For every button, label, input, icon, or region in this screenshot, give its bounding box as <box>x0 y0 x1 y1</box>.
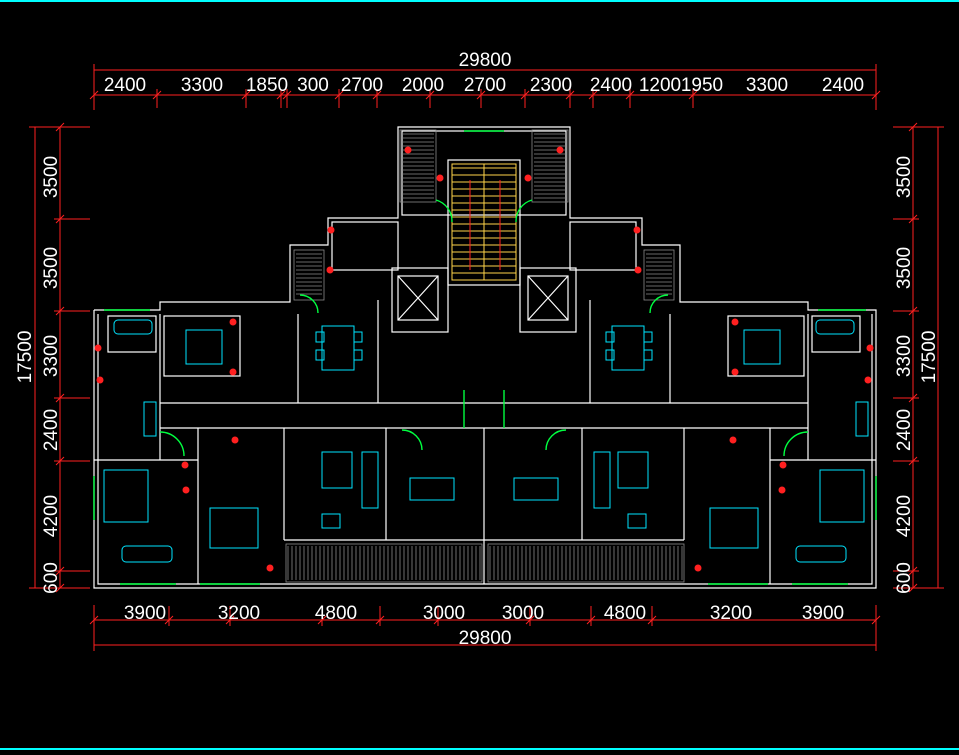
top-segment-7: 2700 <box>464 75 506 96</box>
left-segment-5: 4200 <box>41 495 62 537</box>
furniture <box>103 319 869 563</box>
dimension-lines <box>29 64 944 651</box>
bottom-total-dimension: 29800 <box>459 628 512 649</box>
bottom-segment-5: 3000 <box>502 603 544 624</box>
staircase <box>451 163 517 281</box>
left-segment-4: 2400 <box>41 409 62 451</box>
bottom-segment-7: 3200 <box>710 603 752 624</box>
left-dimension-segments: 3500 3500 3300 2400 4200 600 <box>41 156 62 594</box>
top-segment-9: 2400 <box>590 75 632 96</box>
left-segment-1: 3500 <box>41 156 62 198</box>
bottom-segment-3: 4800 <box>315 603 357 624</box>
top-dimension-segments: 2400 3300 1850 300 2700 2000 2700 2300 2… <box>104 75 864 96</box>
right-segment-3: 3300 <box>894 335 915 377</box>
column-markers <box>94 146 874 572</box>
right-segment-4: 2400 <box>894 409 915 451</box>
top-frame-line <box>0 0 959 2</box>
bottom-frame-line <box>0 748 959 750</box>
windows-and-doors <box>93 130 877 585</box>
top-segment-12: 3300 <box>746 75 788 96</box>
top-segment-4: 300 <box>297 75 329 96</box>
right-total-dimension: 17500 <box>919 331 940 384</box>
left-segment-3: 3300 <box>41 335 62 377</box>
bottom-dimension-segments: 3900 3200 4800 3000 3000 4800 3200 3900 <box>124 603 844 624</box>
right-dimension-segments: 3500 3500 3300 2400 4200 600 <box>894 156 915 594</box>
top-segment-8: 2300 <box>530 75 572 96</box>
right-segment-1: 3500 <box>894 156 915 198</box>
bottom-segment-8: 3900 <box>802 603 844 624</box>
top-segment-10: 1200 <box>639 75 681 96</box>
top-segment-1: 2400 <box>104 75 146 96</box>
bottom-segment-6: 4800 <box>604 603 646 624</box>
right-segment-6: 600 <box>894 562 915 594</box>
left-segment-2: 3500 <box>41 247 62 289</box>
top-segment-11: 1950 <box>681 75 723 96</box>
left-segment-6: 600 <box>41 562 62 594</box>
top-total-dimension: 29800 <box>459 50 512 71</box>
bottom-segment-1: 3900 <box>124 603 166 624</box>
top-segment-6: 2000 <box>402 75 444 96</box>
top-segment-3: 1850 <box>246 75 288 96</box>
right-segment-5: 4200 <box>894 495 915 537</box>
top-segment-5: 2700 <box>341 75 383 96</box>
balconies <box>285 129 685 583</box>
right-segment-2: 3500 <box>894 247 915 289</box>
top-segment-13: 2400 <box>822 75 864 96</box>
bottom-segment-2: 3200 <box>218 603 260 624</box>
left-total-dimension: 17500 <box>15 331 36 384</box>
bottom-segment-4: 3000 <box>423 603 465 624</box>
top-segment-2: 3300 <box>181 75 223 96</box>
elevators <box>397 275 569 321</box>
